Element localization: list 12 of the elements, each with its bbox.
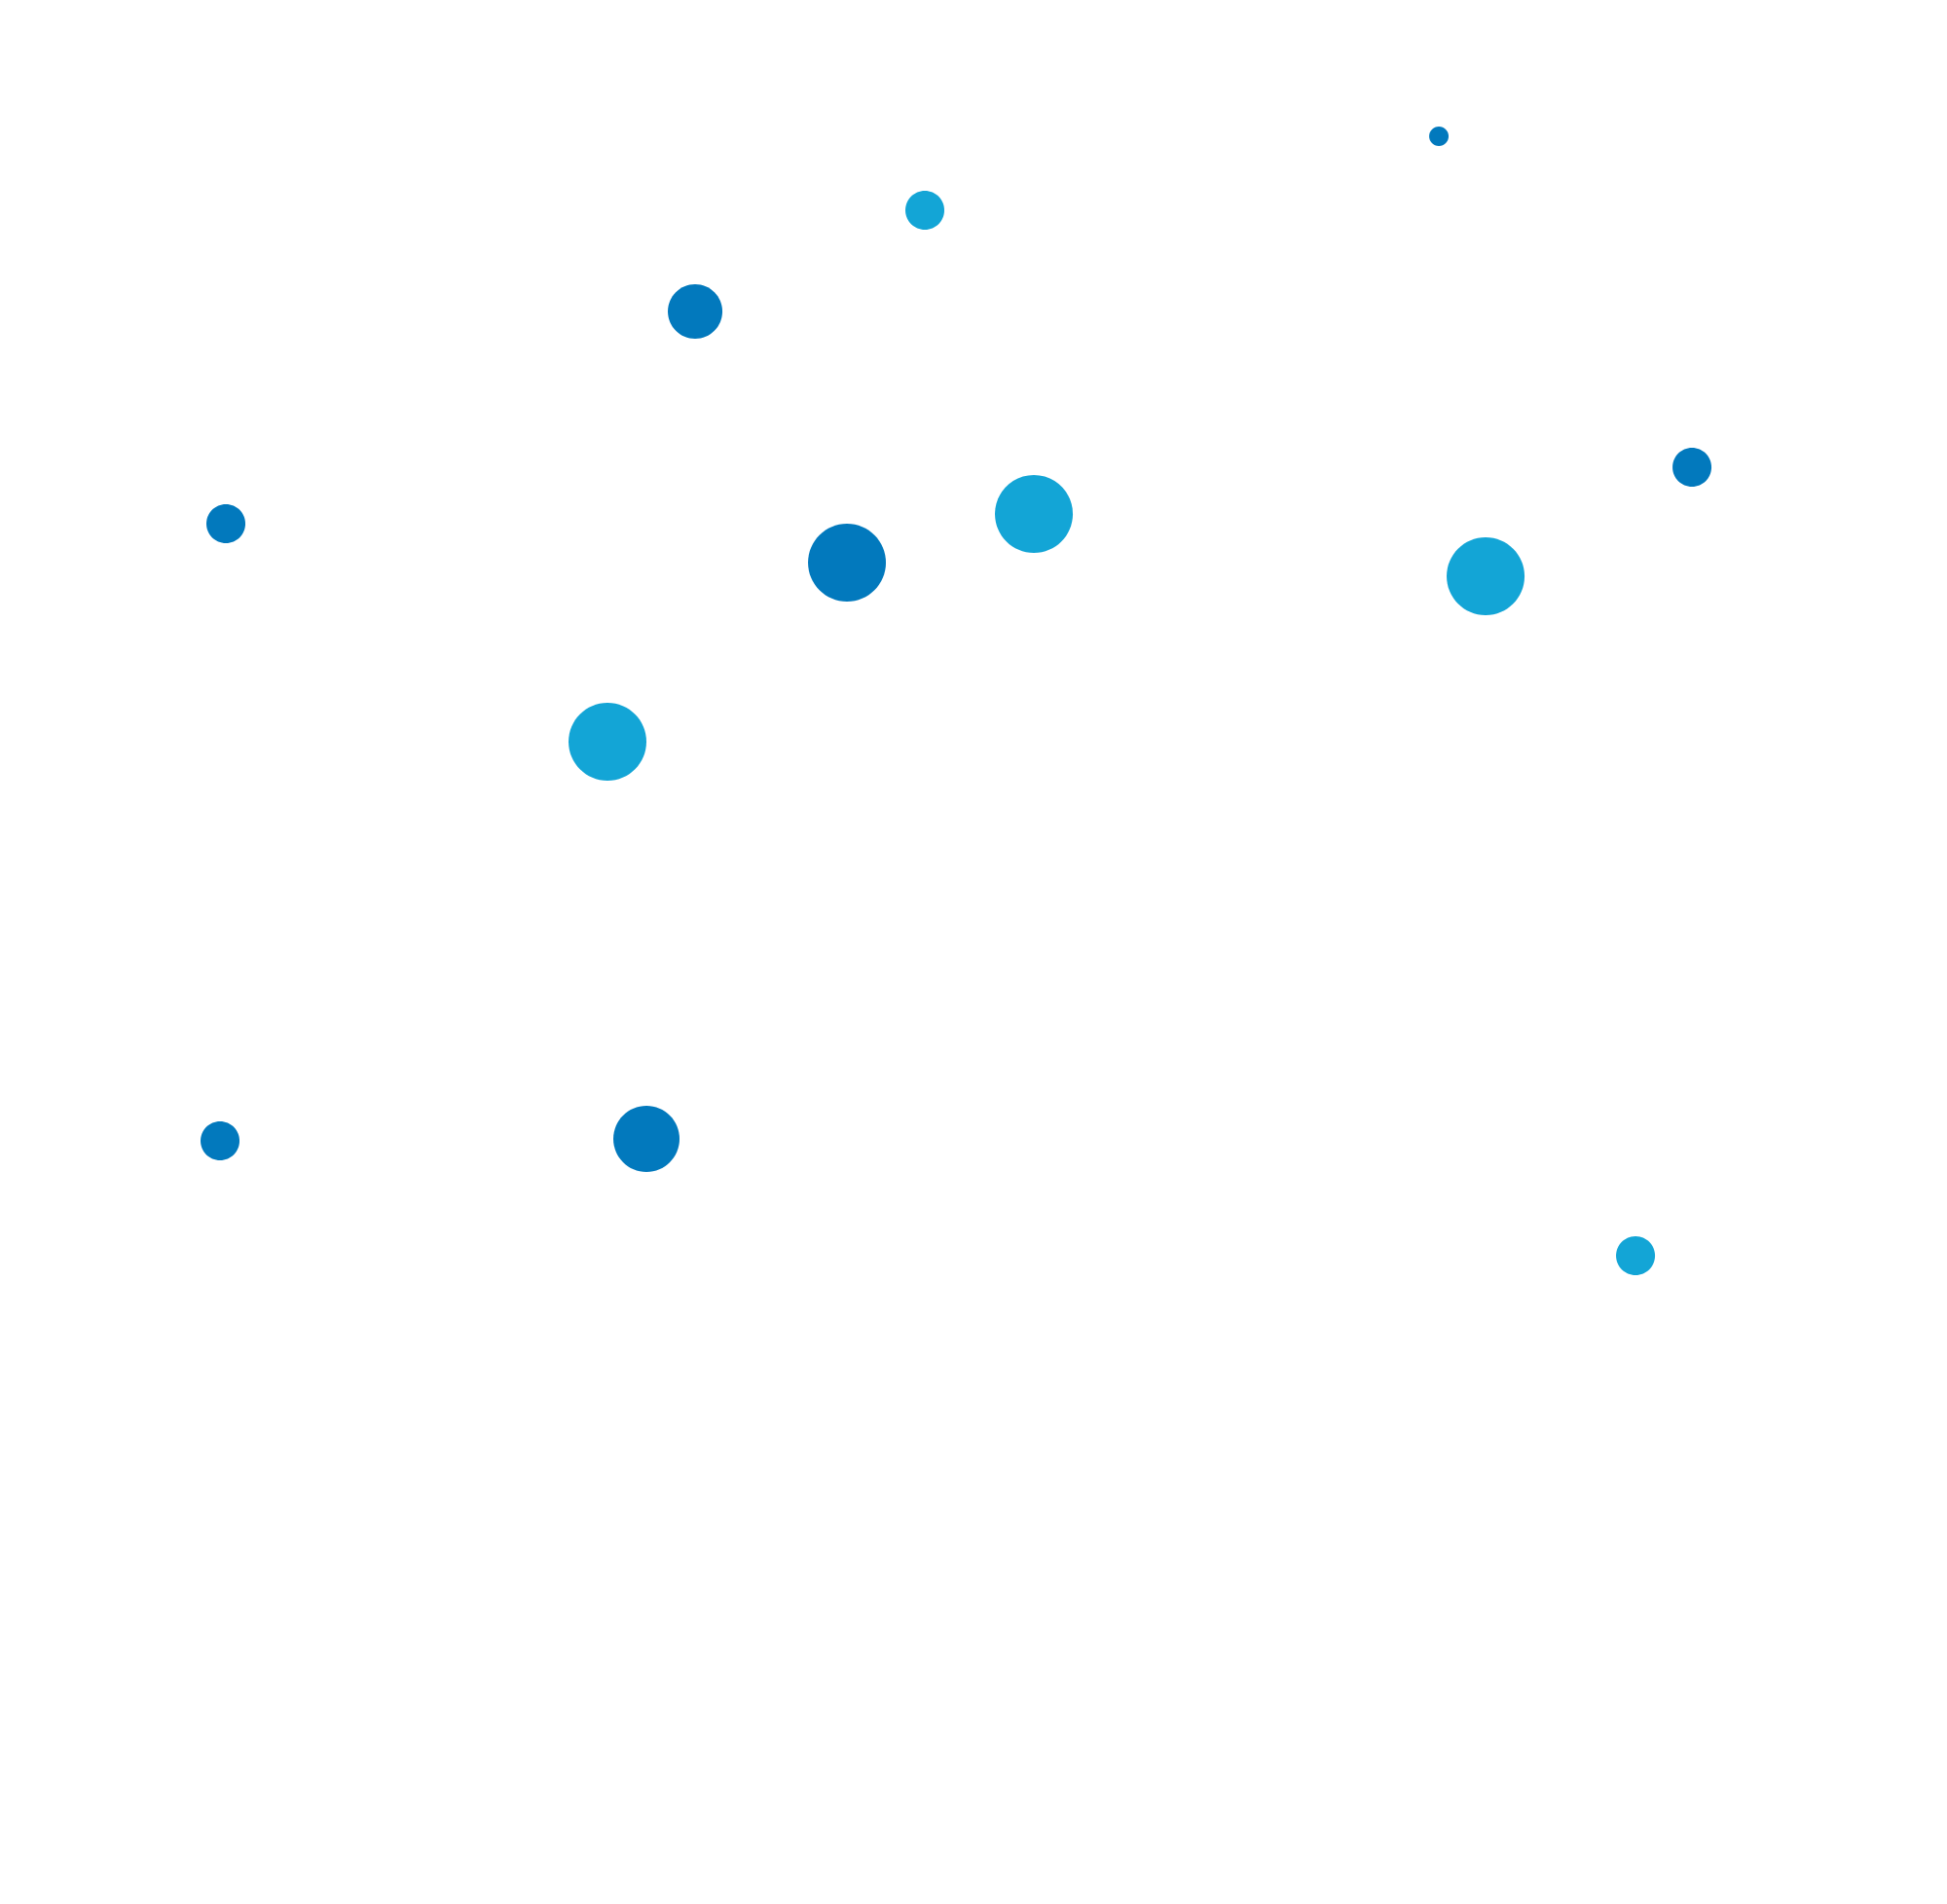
dot — [1672, 448, 1712, 487]
dot — [905, 191, 944, 230]
dot — [569, 703, 646, 781]
dot — [201, 1121, 239, 1160]
dot — [808, 524, 886, 602]
dot — [1447, 537, 1525, 615]
dot — [206, 504, 245, 543]
dot — [613, 1106, 680, 1172]
dot — [668, 284, 723, 339]
dot — [1616, 1236, 1656, 1275]
dot — [995, 475, 1074, 553]
dot — [1429, 127, 1450, 146]
